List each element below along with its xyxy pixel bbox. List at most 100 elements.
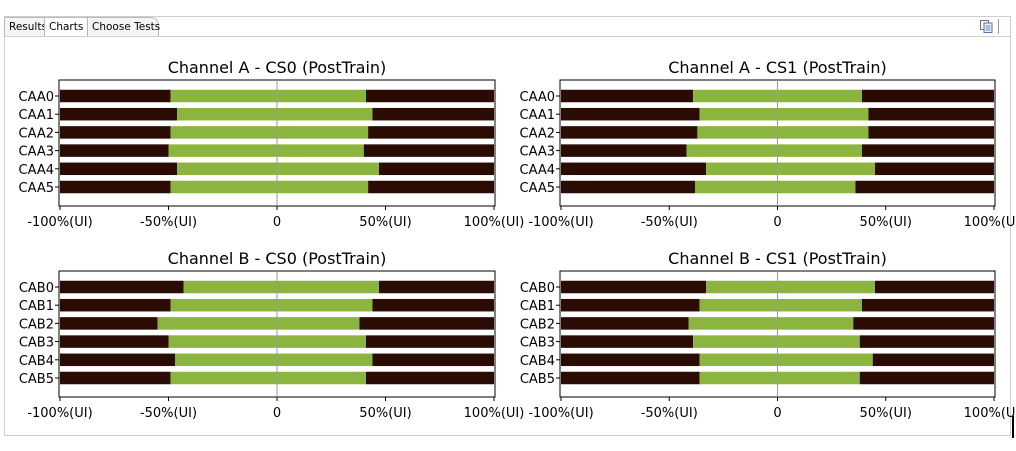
fail-bar-right	[365, 89, 494, 103]
y-tick-label: CAB4	[19, 354, 54, 369]
y-tick-label: CAB4	[520, 354, 555, 369]
tab-charts[interactable]: Charts	[44, 17, 88, 37]
fail-bar-left	[60, 298, 171, 312]
fail-bar-right	[853, 317, 994, 330]
fail-bar-right	[859, 371, 994, 385]
pass-bar	[699, 353, 873, 367]
chart-title: Channel B - CS0 (PostTrain)	[168, 249, 387, 268]
fail-bar-left	[60, 107, 178, 121]
fail-bar-left	[60, 335, 169, 348]
fail-bar-right	[868, 126, 994, 139]
pass-bar	[170, 126, 369, 139]
fail-bar-right	[363, 144, 494, 157]
y-tick-label: CAA3	[520, 145, 556, 160]
x-tick-label: -100%(UI)	[27, 215, 92, 230]
fail-bar-left	[561, 144, 687, 157]
x-tick-label: 100%(UI)	[464, 215, 525, 230]
x-tick-label: 100%(UI)	[964, 406, 1016, 421]
toolbar-separator	[998, 19, 999, 34]
y-tick-label: CAB5	[19, 372, 54, 387]
resize-handle[interactable]	[1012, 416, 1014, 438]
tab-choose-tests[interactable]: Choose Tests	[87, 17, 161, 37]
pass-bar	[170, 371, 366, 385]
y-tick-label: CAA1	[19, 108, 55, 123]
y-tick-label: CAA1	[520, 108, 556, 123]
pass-bar	[706, 162, 875, 176]
chart-3: Channel B - CS1 (PostTrain)CAB0CAB1CAB2C…	[520, 249, 1016, 421]
fail-bar-right	[368, 126, 494, 139]
y-tick-label: CAA5	[520, 181, 556, 196]
x-tick-label: 0	[273, 215, 281, 230]
tab-divider	[4, 36, 1011, 37]
fail-bar-right	[372, 107, 494, 121]
fail-bar-right	[368, 180, 494, 194]
y-tick-label: CAA5	[19, 181, 55, 196]
pass-bar	[697, 126, 869, 139]
pass-bar	[157, 317, 360, 330]
x-tick-label: 0	[273, 406, 281, 421]
x-tick-label: -100%(UI)	[528, 406, 593, 421]
fail-bar-right	[372, 298, 494, 312]
fail-bar-left	[60, 280, 184, 294]
fail-bar-right	[874, 280, 994, 294]
fail-bar-left	[60, 162, 178, 176]
y-tick-label: CAA0	[19, 90, 55, 105]
fail-bar-right	[859, 335, 994, 348]
pass-bar	[170, 298, 373, 312]
x-tick-label: -100%(UI)	[528, 215, 593, 230]
fail-bar-right	[872, 353, 994, 367]
fail-bar-left	[561, 162, 707, 176]
fail-bar-left	[60, 144, 169, 157]
y-tick-label: CAB3	[520, 336, 555, 351]
y-tick-label: CAA0	[520, 90, 556, 105]
pass-bar	[699, 107, 869, 121]
fail-bar-left	[561, 107, 700, 121]
fail-bar-right	[359, 317, 494, 330]
fail-bar-left	[60, 317, 158, 330]
pass-bar	[688, 317, 854, 330]
x-tick-label: 0	[773, 406, 781, 421]
fail-bar-left	[60, 353, 176, 367]
fail-bar-right	[874, 162, 994, 176]
pass-bar	[699, 371, 860, 385]
fail-bar-right	[861, 144, 994, 157]
tab-choose-tests-label: Choose Tests	[92, 21, 161, 33]
fail-bar-left	[60, 180, 171, 194]
pass-bar	[175, 353, 373, 367]
y-tick-label: CAB1	[19, 299, 54, 314]
pass-bar	[699, 298, 862, 312]
tab-results[interactable]: Results	[4, 17, 47, 37]
pass-bar	[693, 335, 860, 348]
y-tick-label: CAA4	[19, 163, 55, 178]
fail-bar-right	[861, 89, 994, 103]
x-tick-label: -50%(UI)	[140, 406, 197, 421]
fail-bar-left	[561, 371, 700, 385]
y-tick-label: CAB0	[19, 281, 54, 296]
tab-bar: Results Charts Choose Tests	[4, 16, 1011, 37]
pass-bar	[695, 180, 856, 194]
y-tick-label: CAA4	[520, 163, 556, 178]
x-tick-label: -50%(UI)	[641, 215, 698, 230]
y-tick-label: CAA3	[19, 145, 55, 160]
pass-bar	[177, 107, 373, 121]
fail-bar-right	[372, 353, 494, 367]
pass-bar	[170, 180, 369, 194]
tab-results-label: Results	[9, 21, 47, 33]
fail-bar-right	[378, 162, 494, 176]
pass-bar	[706, 280, 875, 294]
chart-title: Channel A - CS1 (PostTrain)	[668, 58, 887, 77]
chart-1: Channel A - CS1 (PostTrain)CAA0CAA1CAA2C…	[520, 58, 1016, 230]
copy-icon[interactable]	[980, 20, 993, 33]
x-tick-label: 100%(UI)	[964, 215, 1016, 230]
y-tick-label: CAA2	[19, 126, 55, 141]
fail-bar-left	[561, 280, 707, 294]
fail-bar-left	[561, 89, 694, 103]
fail-bar-right	[365, 335, 494, 348]
fail-bar-right	[855, 180, 994, 194]
fail-bar-left	[561, 317, 689, 330]
fail-bar-left	[60, 126, 171, 139]
fail-bar-left	[561, 180, 696, 194]
x-tick-label: 50%(UI)	[359, 215, 411, 230]
chart-title: Channel B - CS1 (PostTrain)	[668, 249, 887, 268]
